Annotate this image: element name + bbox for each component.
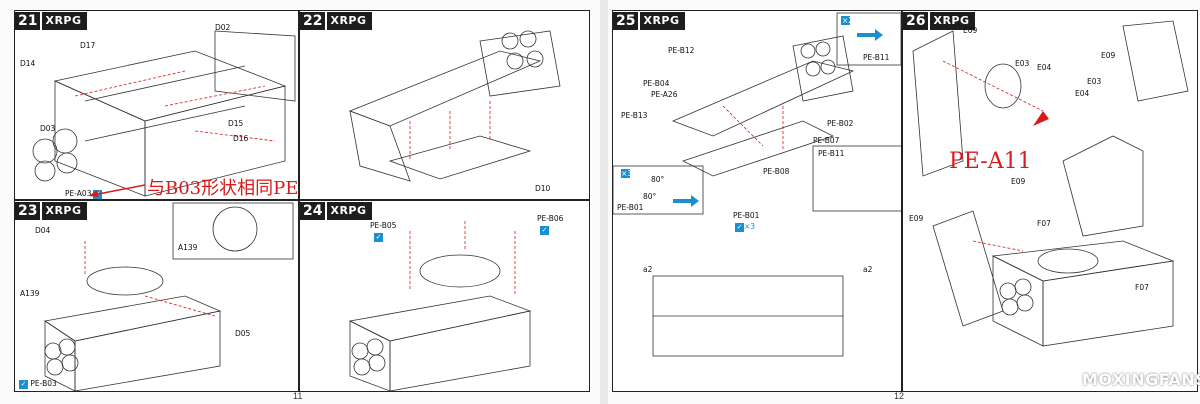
part-label-pe: PE-B06 — [537, 214, 563, 223]
step-number: 22 — [300, 11, 326, 30]
step-24-drawing — [348, 221, 532, 391]
page-number: 11 — [293, 391, 303, 401]
step-26-drawing — [912, 20, 1189, 347]
part-label: E03 — [1087, 77, 1102, 86]
brand-logo: XRPG — [327, 201, 372, 220]
part-label: D14 — [20, 59, 36, 68]
pe-part-icon: ✓ — [540, 226, 549, 235]
part-label: D02 — [215, 23, 231, 32]
watermark: MOXINGFANS.COM — [1082, 370, 1200, 389]
part-label: D17 — [80, 41, 96, 50]
part-label: F07 — [1037, 219, 1051, 228]
part-label: PE-B04 — [643, 79, 670, 88]
part-label: PE-B11 — [818, 149, 845, 158]
part-label: A139 — [20, 289, 40, 298]
step-26-panel: 26 XRPG E09 E03 E04 E09 E — [902, 10, 1198, 392]
page-right: 25 XRPG ×2 PE-B11 PE- — [608, 0, 1200, 404]
angle-label: 80° — [651, 175, 665, 184]
step-number: 25 — [613, 11, 639, 30]
multiplier: ×3 — [621, 169, 633, 178]
part-label: PE-A26 — [651, 90, 678, 99]
part-label: E09 — [963, 26, 978, 35]
pe-callout: PE-A11 — [949, 149, 1032, 174]
part-label: E09 — [1011, 177, 1026, 186]
page-left: 21 XRPG D02 D17 D14 D15 D03 D16 PE-A03 ✓ — [14, 10, 590, 401]
part-label: PE-B11 — [863, 53, 890, 62]
step-21-header: 21 XRPG — [15, 11, 87, 30]
part-label-pe: ✓ PE-B03 — [17, 379, 57, 389]
pe-label: PE-B06 — [537, 214, 564, 223]
pe-part-icon: ✓ — [735, 222, 744, 232]
step-25-panel: 25 XRPG ×2 PE-B11 PE- — [612, 10, 902, 392]
part-label: PE-B07 — [813, 136, 840, 145]
page-number: 12 — [894, 391, 905, 401]
part-label: E09 — [1101, 51, 1116, 60]
brand-logo: XRPG — [930, 11, 975, 30]
step-number: 21 — [15, 11, 41, 30]
chinese-callout: 与B03形状相同PE — [147, 178, 299, 199]
part-label: a2 — [863, 265, 873, 274]
part-label: E03 — [1015, 59, 1030, 68]
brand-logo: XRPG — [640, 11, 685, 30]
step-24-panel: 24 XRPG PE-B05 PE-B06 ✓ ✓ — [299, 200, 590, 392]
step-26-header: 26 XRPG — [903, 11, 975, 30]
brand-logo: XRPG — [42, 11, 87, 30]
step-25-header: 25 XRPG — [613, 11, 685, 30]
part-label: D10 — [535, 184, 551, 193]
part-label: D15 — [228, 119, 244, 128]
step-25-drawing — [613, 12, 901, 357]
step-22-header: 22 XRPG — [300, 11, 372, 30]
multiplier-text: ×3 — [744, 222, 756, 231]
step-24-header: 24 XRPG — [300, 201, 372, 220]
part-label: D03 — [40, 124, 56, 133]
part-label: D16 — [233, 134, 249, 143]
step-number: 24 — [300, 201, 326, 220]
multiplier: ✓×3 — [733, 222, 755, 232]
part-label: D05 — [235, 329, 251, 338]
part-label: a2 — [643, 265, 653, 274]
multiplier: ×2 — [842, 16, 854, 25]
part-label: PE-B01 — [617, 203, 644, 212]
step-23-panel: 23 XRPG D04 A139 D05 A139 ✓ PE-B03 — [14, 200, 299, 392]
pe-label: PE-B05 — [370, 221, 397, 230]
part-label-pe: PE-B05 — [370, 221, 396, 230]
part-label: PE-B02 — [827, 119, 854, 128]
pe-part-icon: ✓ — [19, 379, 28, 389]
pe-label: PE-A03 — [65, 189, 92, 198]
part-label: PE-B12 — [668, 46, 695, 55]
brand-logo: XRPG — [327, 11, 372, 30]
part-label: E09 — [909, 214, 924, 223]
part-label: D04 — [35, 226, 51, 235]
part-label: PE-B01 — [733, 211, 760, 220]
brand-logo: XRPG — [42, 201, 87, 220]
part-label: E04 — [1037, 63, 1052, 72]
step-23-drawing — [43, 202, 294, 391]
part-label: PE-B13 — [621, 111, 648, 120]
step-21-drawing — [32, 30, 296, 197]
page-gutter — [600, 0, 608, 404]
step-23-header: 23 XRPG — [15, 201, 87, 220]
part-label: PE-B08 — [763, 167, 790, 176]
callout-arrow — [89, 184, 146, 197]
part-label: E04 — [1075, 89, 1090, 98]
step-number: 23 — [15, 201, 41, 220]
part-label: F07 — [1135, 283, 1149, 292]
part-label: A139 — [178, 243, 198, 252]
pe-part-icon: ✓ — [374, 233, 383, 242]
step-21-panel: 21 XRPG D02 D17 D14 D15 D03 D16 PE-A03✓ — [14, 10, 299, 200]
step-22-panel: 22 XRPG D10 — [299, 10, 590, 200]
step-number: 26 — [903, 11, 929, 30]
pe-label: PE-B03 — [30, 379, 57, 388]
angle-label: 80° — [643, 192, 657, 201]
step-22-drawing — [348, 30, 561, 182]
